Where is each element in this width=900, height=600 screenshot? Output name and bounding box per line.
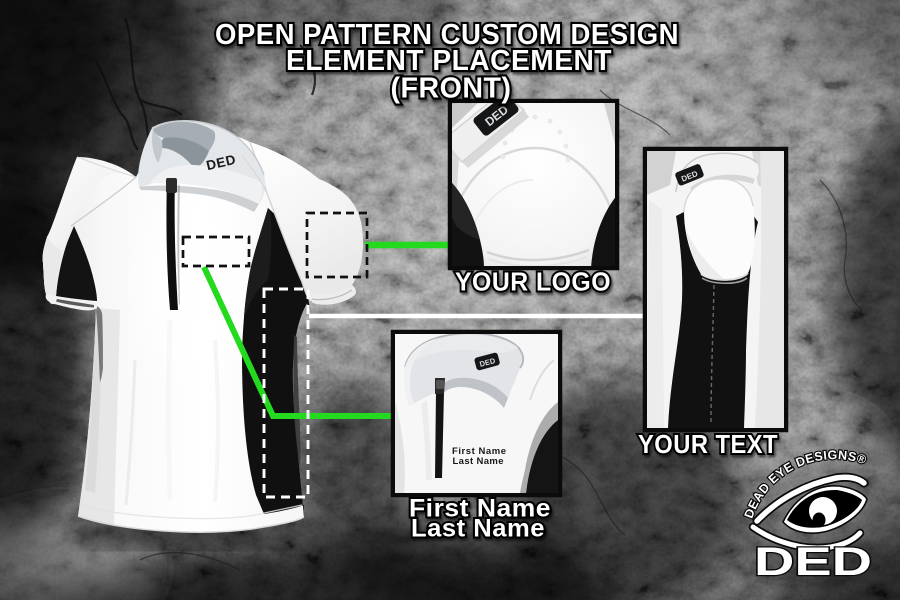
svg-text:OPEN PATTERN CUSTOM DESIGN: OPEN PATTERN CUSTOM DESIGN	[215, 19, 679, 51]
svg-text:First Name: First Name	[452, 446, 506, 457]
svg-text:ELEMENT PLACEMENT: ELEMENT PLACEMENT	[286, 45, 612, 77]
svg-text:DED: DED	[479, 356, 497, 369]
svg-text:YOUR TEXT: YOUR TEXT	[638, 429, 778, 459]
svg-text:Last Name: Last Name	[411, 515, 545, 543]
svg-text:Last Name: Last Name	[453, 456, 504, 467]
svg-text:DED: DED	[754, 540, 872, 584]
svg-text:First Name: First Name	[409, 495, 551, 523]
svg-text:(FRONT): (FRONT)	[391, 73, 512, 105]
svg-text:DED: DED	[205, 152, 238, 173]
svg-text:YOUR LOGO: YOUR LOGO	[455, 267, 611, 297]
